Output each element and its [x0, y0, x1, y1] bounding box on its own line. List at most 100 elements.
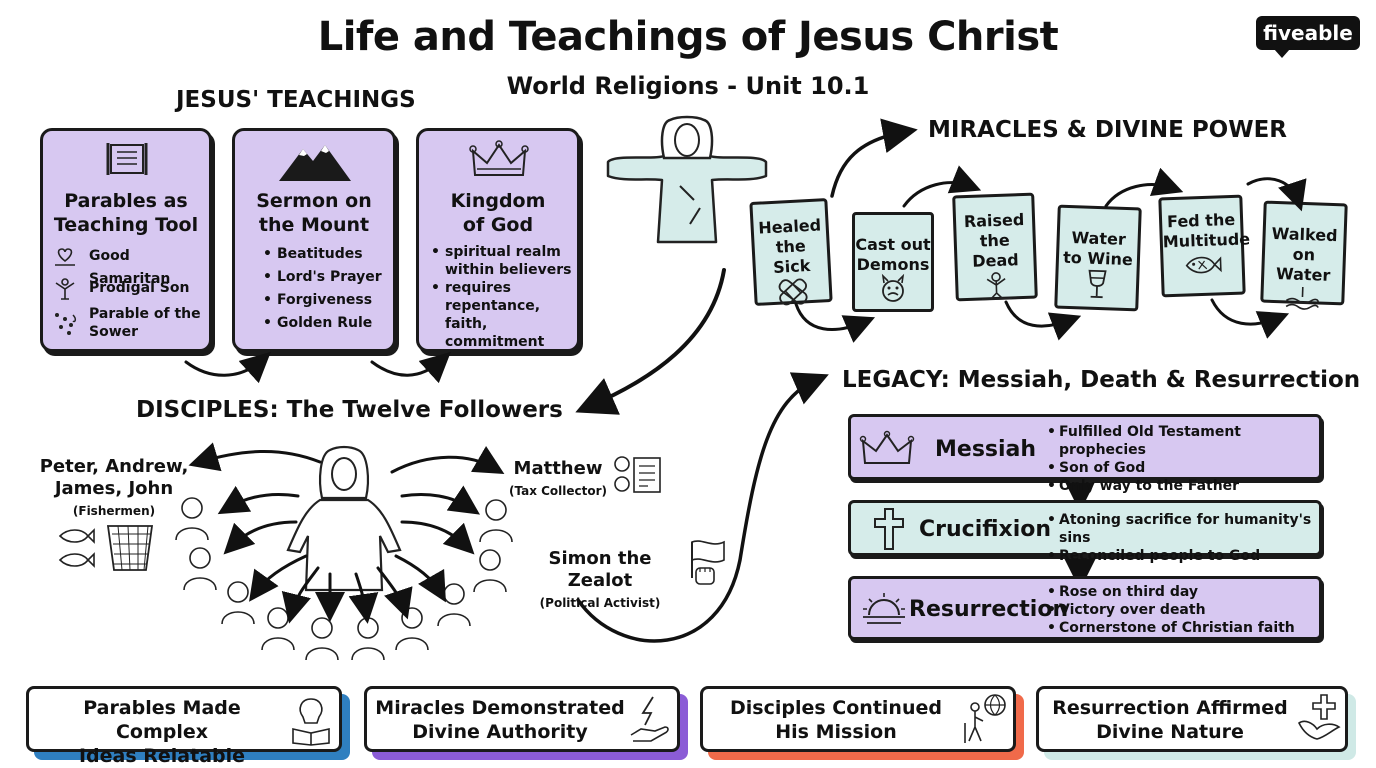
crucifixion-list: Atoning sacrifice for humanity's sins Re… — [1047, 511, 1319, 565]
page-title: Life and Teachings of Jesus Christ — [317, 14, 1059, 60]
parables-card: Parables as Teaching Tool Good Samaritan… — [40, 128, 212, 352]
bandage-icon — [778, 278, 808, 306]
fish-net-icon — [58, 525, 154, 571]
footer-1-text: Parables Made Complex Ideas Relatable — [37, 696, 287, 768]
kingdom-title: Kingdom of God — [419, 189, 577, 237]
disciples-heading-text: DISCIPLES: The Twelve Followers — [136, 397, 563, 423]
footer-1-line1: Parables Made Complex — [83, 697, 241, 743]
crown-icon — [859, 430, 915, 464]
disciple-icon — [473, 549, 507, 593]
page-subtitle: World Religions - Unit 10.1 — [506, 72, 870, 100]
fiveable-logo[interactable]: fiveable — [1256, 16, 1360, 58]
sermon-item: Golden Rule — [263, 312, 382, 335]
waves-icon — [1285, 286, 1320, 310]
footer-box-disciples: Disciples Continued His Mission — [700, 686, 1016, 752]
kingdom-item-1-line1: spiritual realm — [445, 244, 561, 260]
fist-flag-icon — [691, 540, 725, 585]
resurrection-title: Resurrection — [909, 597, 1069, 622]
fishermen-label: Peter, Andrew, James, John (Fishermen) — [34, 456, 194, 522]
footer-2-line1: Miracles Demonstrated — [375, 697, 625, 719]
kingdom-list: spiritual realm within believers require… — [431, 243, 577, 351]
messiah-list: Fulfilled Old Testament prophecies Son o… — [1047, 423, 1319, 495]
parable-sower-line2: Sower — [89, 324, 139, 340]
sermon-list: Beatitudes Lord's Prayer Forgiveness Gol… — [263, 243, 382, 335]
crucifixion-title: Crucifixion — [919, 517, 1052, 542]
parables-title-line1: Parables as — [64, 190, 188, 212]
kingdom-item-2-line2: repentance, — [445, 298, 541, 314]
messiah-item: Son of God — [1047, 459, 1319, 477]
sermon-title-line1: Sermon on — [256, 190, 372, 212]
demon-face-icon — [881, 273, 905, 302]
crucifixion-item: Atoning sacrifice for humanity's sins — [1047, 511, 1319, 547]
miracle-demons-line2: Demons — [856, 255, 930, 274]
kingdom-card: Kingdom of God spiritual realm within be… — [416, 128, 580, 352]
footer-box-parables: Parables Made Complex Ideas Relatable — [26, 686, 342, 767]
miracle-fed-multitude: Fed the Multitude — [1158, 194, 1250, 298]
sunrise-icon — [863, 593, 905, 624]
simon-name: Simon the Zealot — [548, 548, 652, 591]
miracle-cast-out-demons: Cast out Demons — [852, 212, 934, 312]
miracle-walked-on-water: Walked on Water — [1260, 200, 1348, 310]
sermon-item: Lord's Prayer — [263, 266, 382, 289]
footer-4-text: Resurrection Affirmed Divine Nature — [1047, 696, 1293, 744]
fishermen-line2: James, John — [54, 478, 174, 499]
dove-cross-icon — [1297, 694, 1341, 740]
messiah-item: Only way to the Father — [1047, 477, 1319, 495]
kingdom-title-line2: of God — [462, 214, 534, 236]
legacy-resurrection-row: Resurrection Rose on third day Victory o… — [848, 576, 1322, 640]
parable-sower: Parable of the Sower — [89, 305, 201, 341]
person-arms-icon — [55, 278, 75, 300]
parables-title: Parables as Teaching Tool — [43, 189, 209, 237]
rising-figure-icon — [981, 272, 1012, 301]
sermon-item: Forgiveness — [263, 289, 382, 312]
parable-prodigal-son: Prodigal Son — [89, 280, 190, 296]
footer-3-line2: His Mission — [775, 721, 897, 743]
fishermen-line1: Peter, Andrew, — [39, 456, 189, 477]
matthew-sub: (Tax Collector) — [508, 484, 608, 498]
footer-2-line2: Divine Authority — [412, 721, 588, 743]
sermon-item: Beatitudes — [263, 243, 382, 266]
sermon-title: Sermon on the Mount — [235, 189, 393, 237]
simon-label: Simon the Zealot (Political Activist) — [520, 548, 680, 614]
coins-document-icon — [614, 456, 661, 493]
fish-loaves-icon — [1185, 256, 1222, 274]
disciple-icon — [479, 499, 513, 543]
sermon-title-line2: the Mount — [258, 214, 370, 236]
jesus-figure-icon — [606, 115, 768, 244]
messiah-item: Fulfilled Old Testament prophecies — [1047, 423, 1319, 459]
wine-glass-icon — [1088, 269, 1107, 299]
footer-1-line2: Ideas Relatable — [78, 745, 246, 767]
footer-4-line2: Divine Nature — [1096, 721, 1244, 743]
cross-icon — [874, 508, 904, 550]
footer-2-text: Miracles Demonstrated Divine Authority — [375, 696, 625, 744]
parables-title-line2: Teaching Tool — [53, 214, 199, 236]
resurrection-item: Victory over death — [1047, 601, 1295, 619]
footer-box-resurrection: Resurrection Affirmed Divine Nature — [1036, 686, 1348, 752]
globe-walker-icon — [964, 694, 1006, 743]
disciple-icon — [183, 547, 217, 591]
matthew-name: Matthew — [513, 458, 603, 479]
footer-4-line1: Resurrection Affirmed — [1052, 697, 1288, 719]
teachings-heading-text: JESUS' TEACHINGS — [176, 87, 416, 113]
footer-3-line1: Disciples Continued — [730, 697, 942, 719]
kingdom-item: spiritual realm within believers — [431, 243, 577, 279]
disciple-icon — [221, 581, 255, 625]
matthew-label: Matthew (Tax Collector) — [506, 458, 610, 502]
mountain-icon — [279, 145, 351, 181]
legacy-heading-text: LEGACY: Messiah, Death & Resurrection — [842, 367, 1361, 393]
footer-3-text: Disciples Continued His Mission — [711, 696, 961, 744]
messiah-title: Messiah — [935, 437, 1037, 462]
disciple-icon — [175, 497, 209, 541]
miracle-water-to-wine: Water to Wine — [1054, 204, 1142, 312]
footer-box-miracles: Miracles Demonstrated Divine Authority — [364, 686, 680, 752]
disciple-icon — [305, 617, 339, 661]
crucifixion-item: Reconciled people to God — [1047, 547, 1319, 565]
parable-sower-line1: Parable of the — [89, 306, 201, 322]
miracle-raised-dead: Raised the Dead — [952, 192, 1038, 302]
kingdom-item-2-line1: requires — [445, 280, 511, 296]
legacy-crucifixion-row: Crucifixion Atoning sacrifice for humani… — [848, 500, 1322, 565]
sermon-card: Sermon on the Mount Beatitudes Lord's Pr… — [232, 128, 396, 352]
kingdom-item-1-line2: within believers — [445, 262, 572, 278]
resurrection-item: Cornerstone of Christian faith — [1047, 619, 1295, 637]
